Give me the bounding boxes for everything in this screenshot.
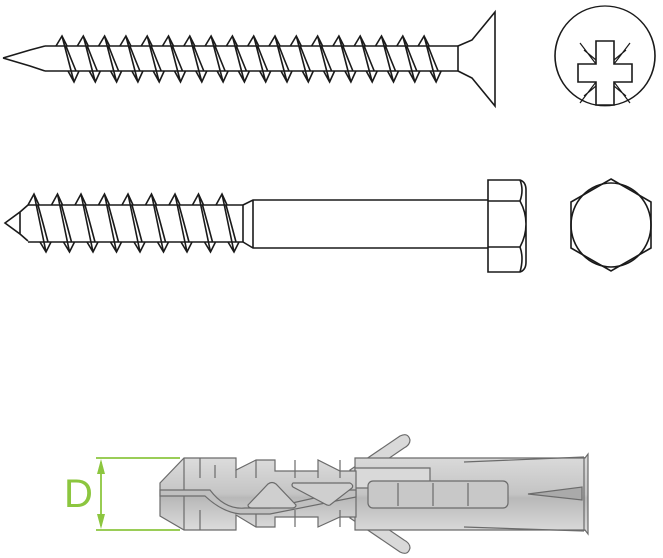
thread-crest (50, 192, 76, 254)
lag-shank (242, 199, 488, 249)
thread-crest (332, 34, 357, 84)
thread-crest (204, 34, 229, 84)
thread-crest (168, 192, 193, 254)
diameter-dimension (96, 457, 180, 531)
hexagon (570, 178, 652, 272)
thread-crest (76, 34, 102, 84)
arrow-down-icon (97, 514, 105, 529)
thread-crest (417, 34, 442, 84)
thread-crest (183, 34, 208, 84)
plug-slot (159, 489, 357, 515)
thread-crest (353, 34, 378, 84)
hex-head (487, 179, 527, 273)
hex-head-view (570, 178, 652, 272)
thread-crest (289, 34, 315, 84)
thread-crest (225, 34, 251, 84)
pozi-head-view (554, 5, 656, 107)
screw-tip (2, 45, 46, 72)
thread-crest (74, 192, 99, 254)
thread-crest (191, 192, 217, 254)
plug-diamond-2 (291, 482, 354, 506)
thread-crest (374, 34, 400, 84)
lag-threads (27, 192, 240, 254)
thread-crest (144, 192, 170, 254)
thread-crest (310, 34, 336, 84)
thread-crest (247, 34, 272, 84)
pozi-star-lines (579, 42, 631, 104)
plug-sleeve-end (463, 456, 585, 532)
countersunk-screw (2, 9, 496, 109)
thread-crest (119, 34, 144, 84)
washer-circle (570, 182, 652, 268)
plug-inner-slot (367, 480, 509, 509)
wall-plug (159, 434, 589, 554)
plug-inner-ribs (397, 483, 469, 506)
thread-crest (121, 192, 146, 254)
lag-tip (3, 204, 29, 242)
arrow-up-icon (97, 459, 105, 474)
thread-crest (140, 34, 165, 84)
thread-crest (268, 34, 293, 84)
thread-crest (97, 192, 123, 254)
thread-crest (97, 34, 123, 84)
thread-crest (215, 192, 240, 254)
head-circle (554, 5, 656, 107)
countersunk-head (457, 9, 496, 109)
thread-crest (55, 34, 80, 84)
thread-crest (27, 192, 52, 254)
plug-wedge (527, 486, 583, 501)
thread-crest (161, 34, 187, 84)
thread-crest (396, 34, 421, 84)
hex-lag-screw (3, 179, 527, 273)
diameter-label: D (64, 472, 93, 516)
screw-threads (55, 34, 442, 84)
plug-diamond-1 (247, 481, 297, 509)
